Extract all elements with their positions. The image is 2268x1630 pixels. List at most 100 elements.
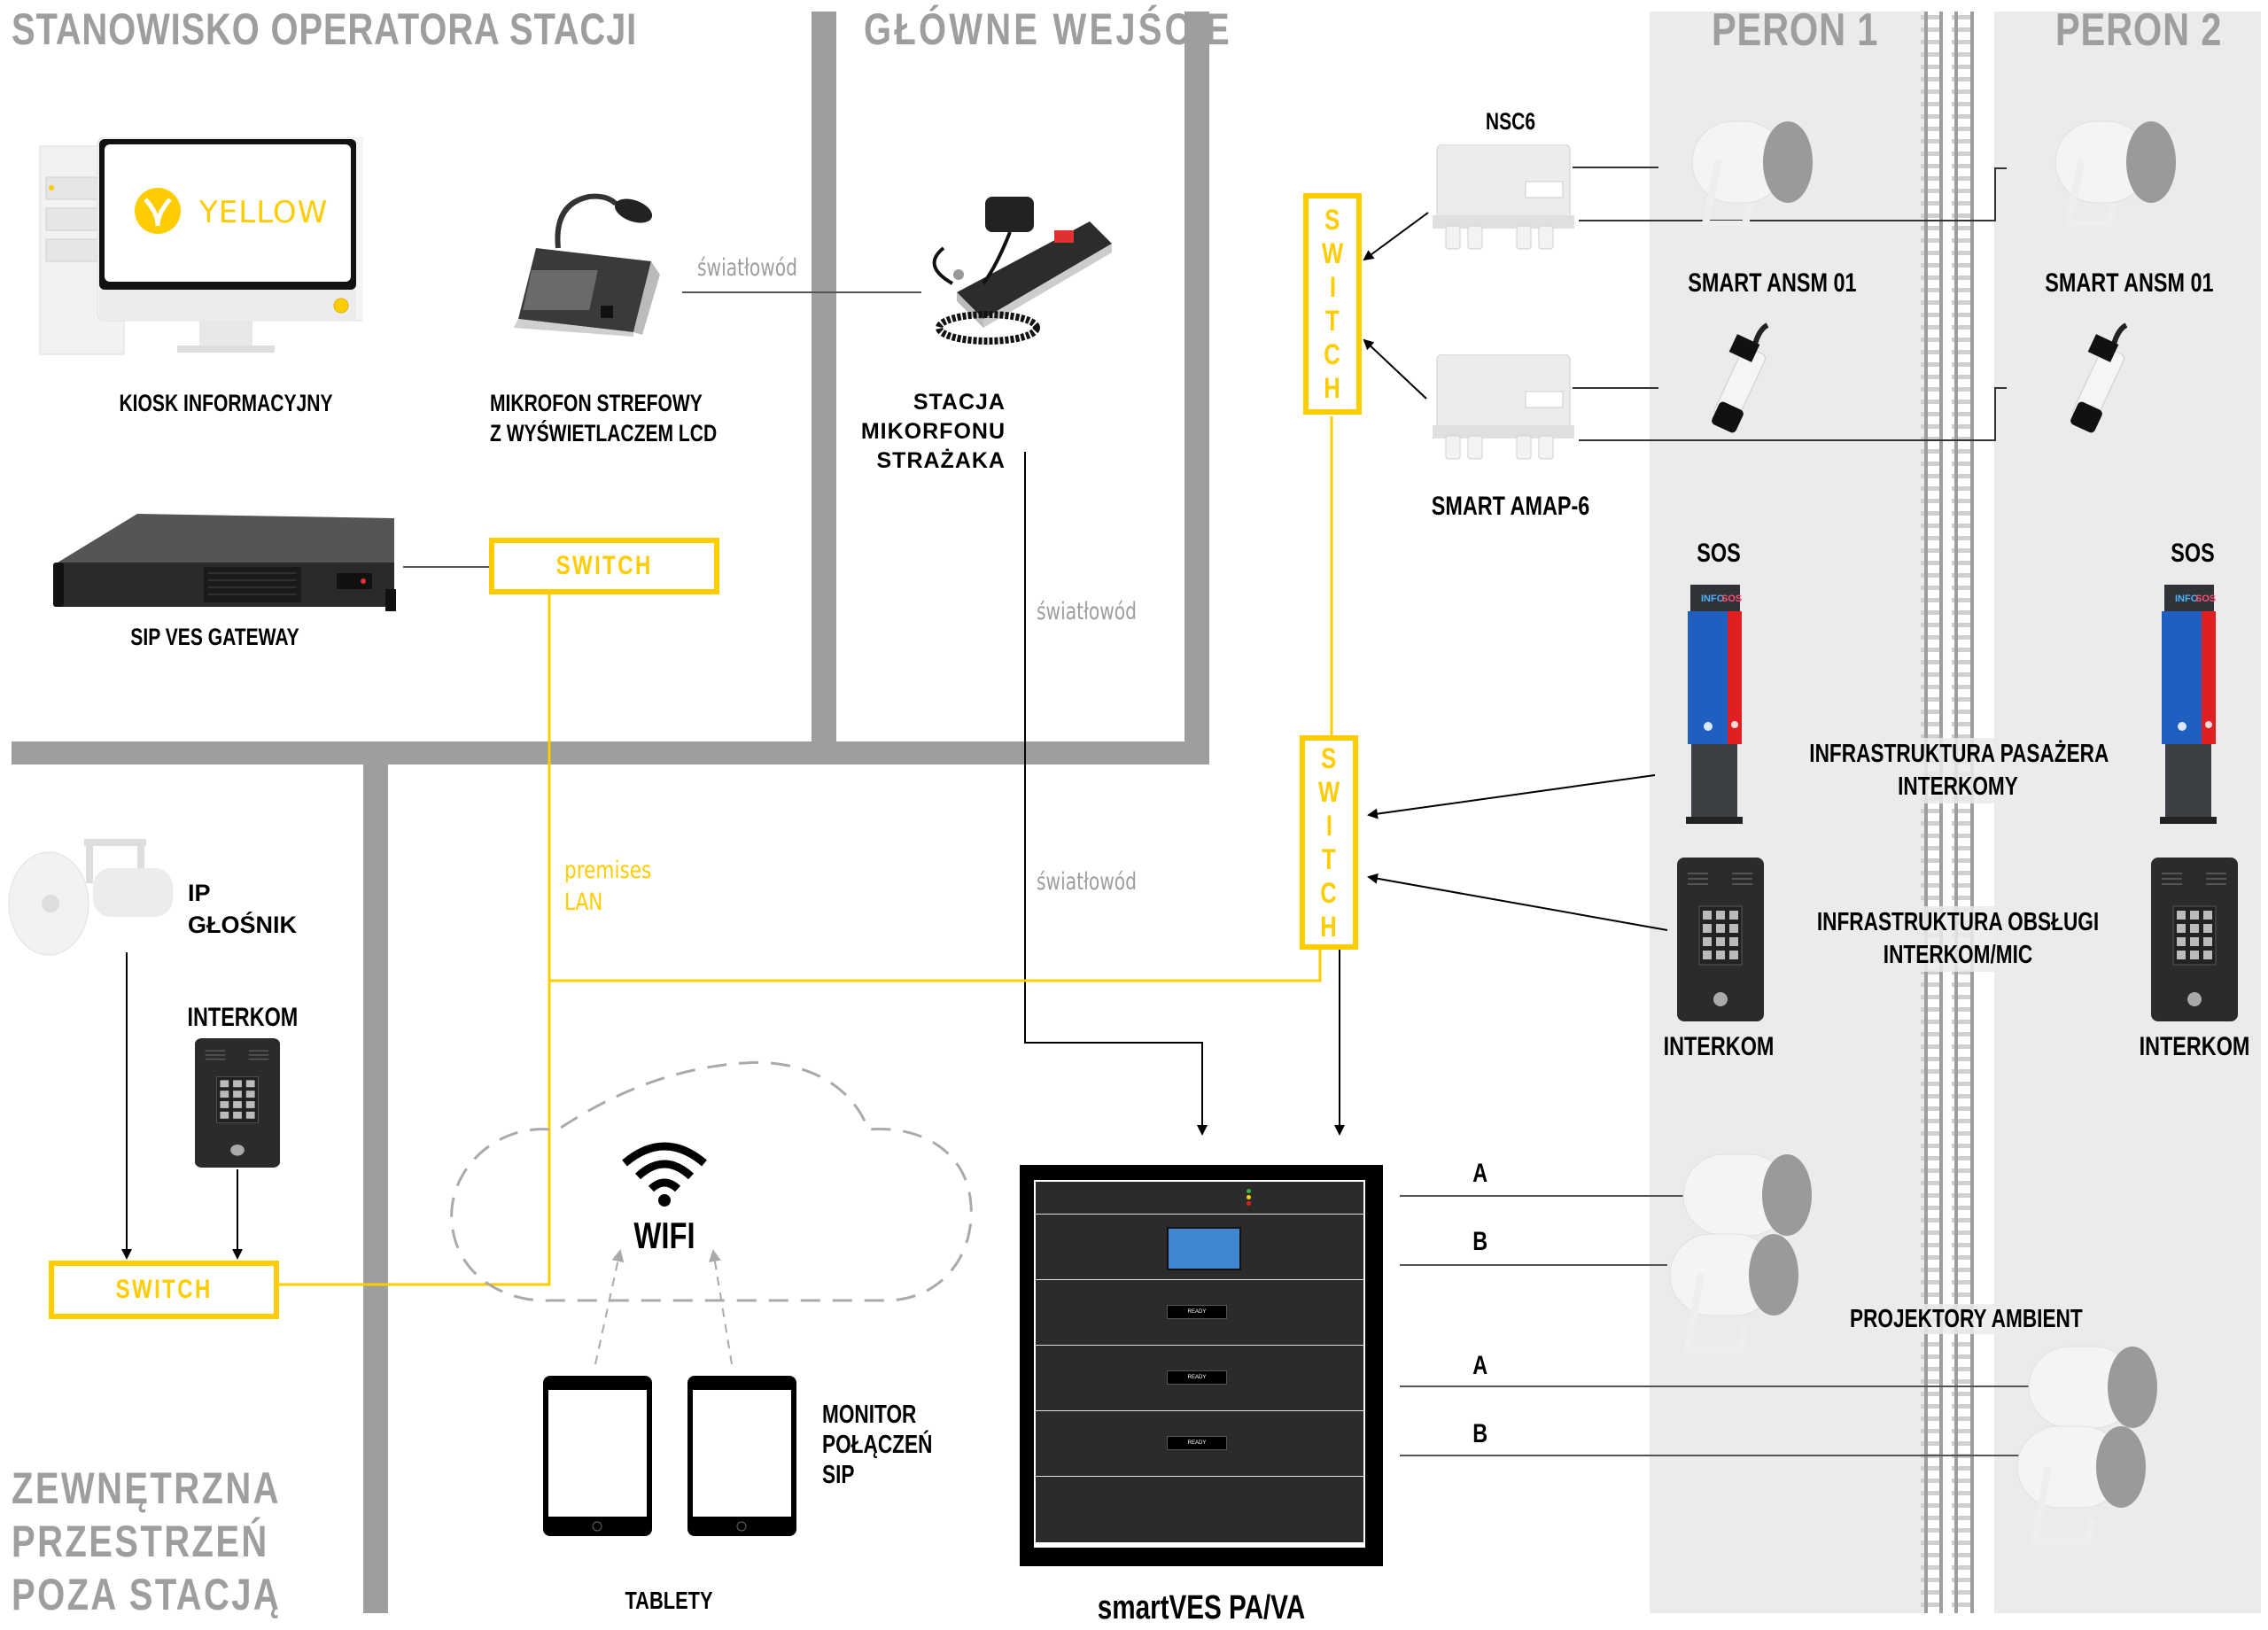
zone-title-outside-line-3: POZA STACJĄ xyxy=(12,1570,282,1619)
projector-speaker-icon xyxy=(2028,1346,2157,1429)
amplifier-display: READY xyxy=(1167,1305,1227,1319)
projectors-label: PROJEKTORY AMBIENT xyxy=(1850,1304,2083,1334)
intercom-outside-label: INTERKOM xyxy=(187,1003,299,1032)
service-infrastructure-label: INFRASTRUKTURA OBSŁUGI INTERKOM/MIC xyxy=(1813,906,2103,972)
zone-title-outside: ZEWNĘTRZNA PRZESTRZEŃ POZA STACJĄ xyxy=(12,1462,281,1621)
projector-speaker-b1[interactable] xyxy=(1666,1230,1798,1354)
switch-operator-label: SWITCH xyxy=(555,551,653,580)
zone-title-main-entrance: GŁÓWNE WEJŚCIE xyxy=(864,4,1232,54)
projector-speaker-icon xyxy=(2054,120,2176,228)
zone-title-platform-2: PERON 2 xyxy=(2055,4,2223,56)
wall-entrance-left xyxy=(812,12,836,765)
zone-mic-label-line-2: Z WYŚWIETLACZEM LCD xyxy=(490,420,718,446)
kiosk-label: KIOSK INFORMACYJNY xyxy=(119,390,333,416)
noise-sensor-icon xyxy=(1712,322,1769,433)
wall-outside-divider xyxy=(363,765,388,1613)
intercom-outside-device[interactable] xyxy=(195,1038,280,1168)
switch-letter: W xyxy=(1317,776,1340,808)
platform-2-area xyxy=(1994,12,2261,1613)
fiber-label-1: światłowód xyxy=(697,254,798,282)
projector-speaker-icon xyxy=(1691,120,1813,228)
wall-horizontal xyxy=(12,741,1209,765)
wifi-cloud-outline xyxy=(450,1060,973,1302)
amap6-device[interactable] xyxy=(1428,353,1579,462)
zone-line-label-a1: A xyxy=(1472,1159,1488,1188)
zone-mic-label: MIKROFON STREFOWY Z WYŚWIETLACZEM LCD xyxy=(490,388,718,448)
zone-title-outside-line-1: ZEWNĘTRZNA xyxy=(12,1463,281,1513)
switch-letter: I xyxy=(1325,810,1332,842)
fireman-mic-device[interactable] xyxy=(921,195,1112,345)
switch-letter: C xyxy=(1320,877,1338,909)
intercom-keypad-icon xyxy=(2151,858,2238,1021)
switch-outside[interactable]: SWITCH xyxy=(49,1261,279,1319)
wifi-icon xyxy=(620,1138,709,1209)
passenger-infrastructure-line-1: INFRASTRUKTURA PASAŻERA xyxy=(1809,740,2109,768)
tablet-icon xyxy=(543,1376,652,1536)
sos-p2-panel-info: INFO xyxy=(2175,594,2199,604)
amap6-label: SMART AMAP-6 xyxy=(1431,492,1590,521)
noise-sensor-icon xyxy=(2070,322,2128,433)
fireman-mic-label: STACJA MIKORFONU STRAŻAKA xyxy=(824,388,1006,476)
platform-1-speaker[interactable] xyxy=(1683,111,1816,228)
passenger-infrastructure-line-2: INTERKOMY xyxy=(1898,772,2018,801)
switch-platform-bottom[interactable]: S W I T C H xyxy=(1300,735,1358,950)
sos-p2-device[interactable]: INFO SOS xyxy=(2160,585,2222,828)
nsc6-device[interactable] xyxy=(1428,144,1579,252)
projector-speaker-a2[interactable] xyxy=(2024,1342,2157,1440)
kiosk-device[interactable]: YELLOW xyxy=(35,136,395,359)
rack-amplifier-3: READY xyxy=(1036,1411,1363,1477)
switch-letter: W xyxy=(1321,237,1344,269)
rack-lcd-screen xyxy=(1167,1227,1241,1270)
switch-letter: H xyxy=(1320,911,1338,943)
lan-label-line-2: LAN xyxy=(564,889,603,916)
projector-speaker-icon xyxy=(1669,1233,1798,1353)
projector-speaker-b2[interactable] xyxy=(2013,1422,2146,1546)
service-infrastructure-line-1: INFRASTRUKTURA OBSŁUGI xyxy=(1816,908,2100,936)
sip-monitor-label-line-1: MONITOR xyxy=(822,1401,917,1429)
ansm-p2-device[interactable] xyxy=(2060,321,2148,436)
sip-gateway-label: SIP VES GATEWAY xyxy=(130,624,299,650)
amplifier-display: READY xyxy=(1167,1436,1227,1450)
switch-letter: S xyxy=(1324,204,1340,236)
switch-letter: C xyxy=(1324,338,1341,370)
zone-mic-device[interactable] xyxy=(501,186,678,337)
ansm-p1-label: SMART ANSM 01 xyxy=(1688,268,1857,298)
tablet-icon xyxy=(687,1376,796,1536)
fireman-mic-label-line-2: MIKORFONU xyxy=(860,419,1006,444)
lan-line-operator-switch xyxy=(276,594,551,1286)
switch-letter: T xyxy=(1325,305,1340,337)
status-led-green xyxy=(1247,1189,1251,1193)
ip-speaker-device[interactable] xyxy=(4,837,177,957)
projector-speaker-a1[interactable] xyxy=(1679,1150,1812,1247)
switch-platform-top[interactable]: S W I T C H xyxy=(1303,193,1362,415)
sos-arrow xyxy=(1367,774,1656,819)
tablets-label: TABLETY xyxy=(625,1587,713,1614)
platform-2-speaker[interactable] xyxy=(2047,111,2179,228)
tablet-1[interactable] xyxy=(542,1375,653,1537)
status-led-red xyxy=(1247,1201,1251,1206)
kiosk-computer-icon xyxy=(39,136,395,355)
tablet-2[interactable] xyxy=(687,1375,797,1537)
rack-module-lcd xyxy=(1036,1215,1363,1280)
intercom-p2-device[interactable] xyxy=(2151,858,2238,1021)
nsc6-arrow xyxy=(1363,212,1429,261)
fiber-label-3: światłowód xyxy=(1037,868,1138,896)
intercom-keypad-icon xyxy=(1677,858,1764,1021)
zone-line-label-a2: A xyxy=(1472,1351,1488,1380)
nsc6-label: NSC6 xyxy=(1485,108,1536,135)
intercom-p1-device[interactable] xyxy=(1677,858,1764,1021)
sos-p2-label: SOS xyxy=(2171,539,2215,568)
ip-speaker-label-line-1: IP xyxy=(188,880,211,906)
ansm-p1-device[interactable] xyxy=(1701,321,1790,436)
switch-operator[interactable]: SWITCH xyxy=(489,538,719,594)
rack-frame: READY READY READY xyxy=(1034,1180,1365,1548)
zone-mic-label-line-1: MIKROFON STREFOWY xyxy=(490,390,703,416)
wifi-label: WIFI xyxy=(633,1215,695,1256)
service-infrastructure-line-2: INTERKOM/MIC xyxy=(1883,941,2033,969)
sos-p1-device[interactable]: INFO SOS xyxy=(1686,585,1748,828)
zone-title-outside-line-2: PRZESTRZEŃ xyxy=(12,1517,269,1566)
sip-gateway-device[interactable] xyxy=(49,509,399,611)
desk-microphone-icon xyxy=(514,193,660,337)
amplifier-display: READY xyxy=(1167,1370,1227,1385)
smartves-rack[interactable]: READY READY READY xyxy=(1020,1165,1383,1566)
